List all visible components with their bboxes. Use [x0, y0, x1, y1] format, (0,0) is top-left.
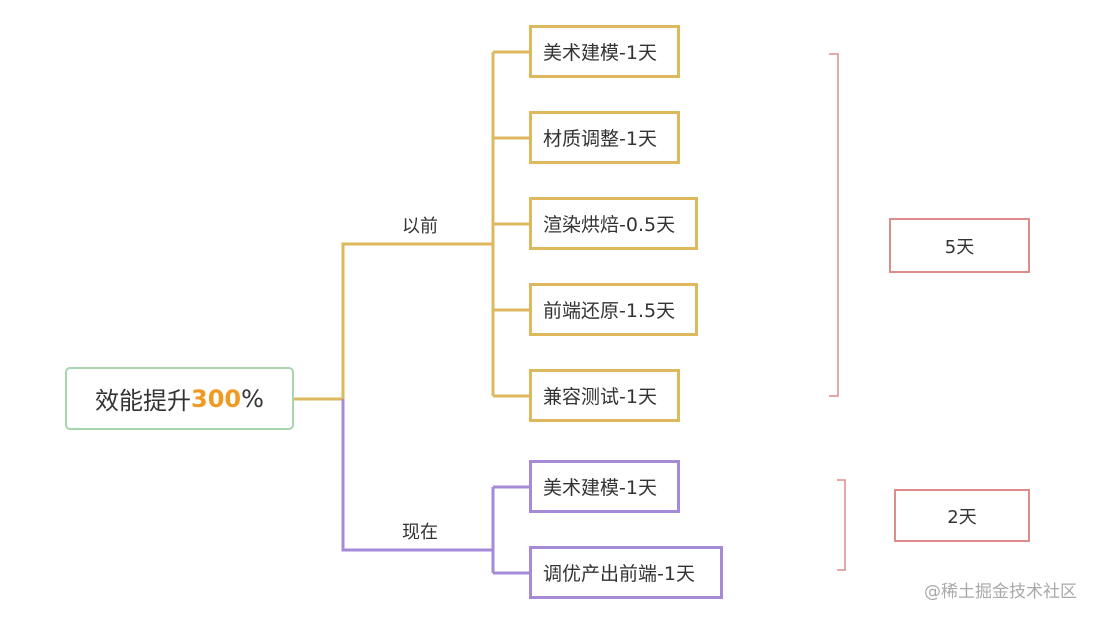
branch-label-now: 现在	[402, 522, 438, 543]
task-before-1: 美术建模-1天	[529, 25, 680, 78]
bracket-before	[829, 53, 839, 397]
task-now-1: 美术建模-1天	[529, 460, 680, 513]
task-before-4: 前端还原-1.5天	[529, 283, 698, 336]
root-highlight: 300	[191, 384, 242, 413]
branch-label-before: 以前	[402, 216, 438, 237]
connector-root-now	[341, 399, 493, 552]
task-now-2: 调优产出前端-1天	[529, 546, 723, 599]
total-before: 5天	[889, 218, 1030, 273]
total-now: 2天	[894, 489, 1030, 542]
task-before-2: 材质调整-1天	[529, 111, 680, 164]
task-before-3: 渲染烘焙-0.5天	[529, 197, 698, 250]
root-suffix: %	[241, 384, 264, 413]
task-before-5: 兼容测试-1天	[529, 369, 680, 422]
root-prefix: 效能提升	[95, 387, 192, 415]
watermark: @稀土掘金技术社区	[924, 582, 1077, 602]
bracket-now	[837, 479, 846, 571]
connector-root-before	[294, 242, 493, 401]
